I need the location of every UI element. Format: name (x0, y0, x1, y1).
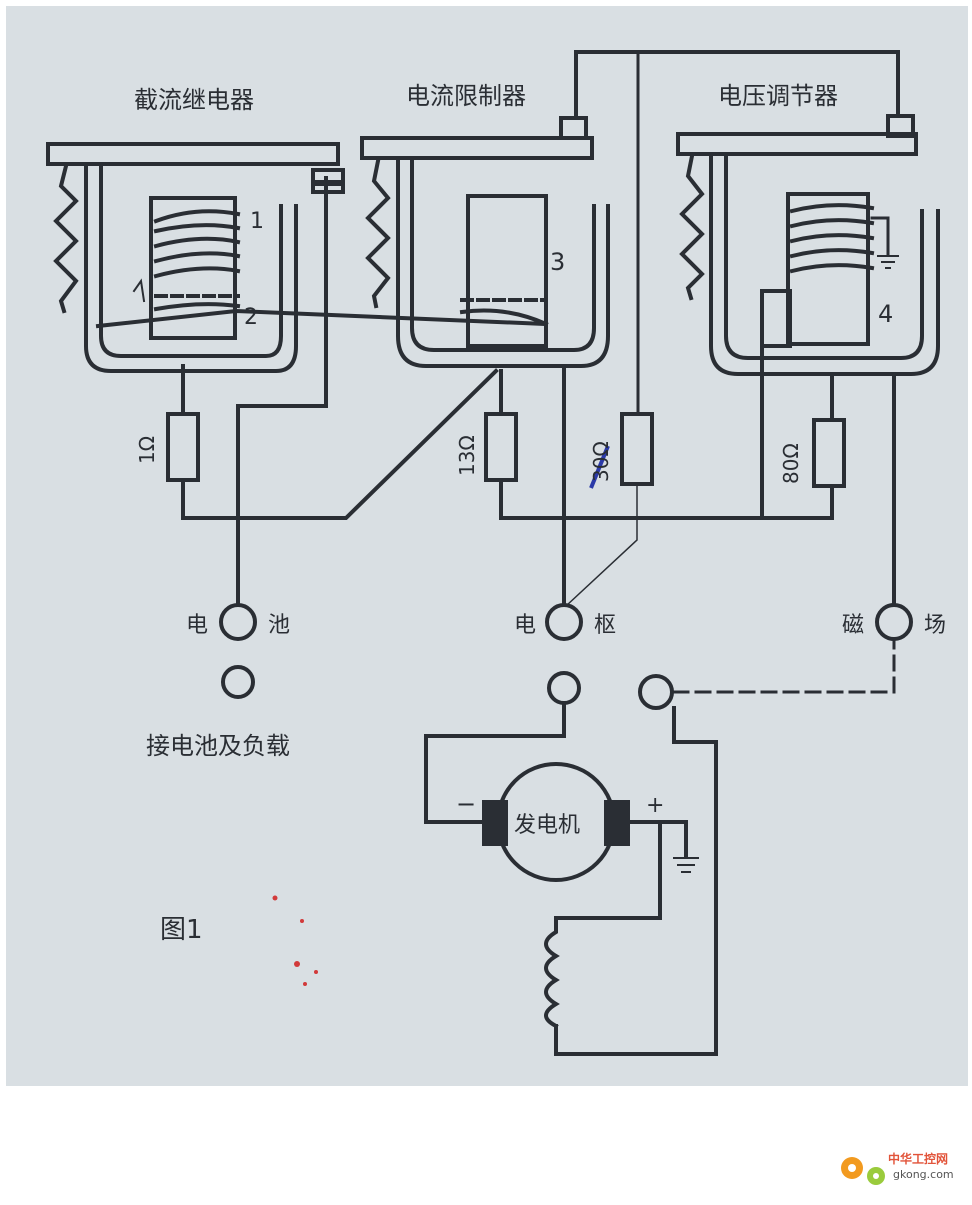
relay-1-cutout (46, 142, 345, 373)
resistor-13-label: 13Ω (455, 435, 479, 476)
generator-armature-terminal (547, 671, 581, 705)
relay-2-core (466, 194, 548, 348)
resistor-80-ohm (812, 418, 846, 488)
resistor-13-ohm (484, 412, 518, 482)
plus-label: + (646, 793, 664, 818)
battery-load-terminal (221, 665, 255, 699)
label-num-2: 2 (244, 305, 258, 330)
relay-2-title: 电流限制器 (406, 82, 526, 110)
battery-label-right: 池 (268, 613, 290, 638)
minus-label: − (456, 790, 476, 818)
relay-3-voltage-regulator (676, 114, 940, 376)
relay-3-title: 电压调节器 (718, 82, 838, 110)
resistor-30-ohm (620, 412, 654, 486)
relay-3-spring (679, 153, 705, 301)
label-num-4: 4 (878, 300, 893, 328)
field-label-right: 场 (924, 613, 946, 638)
armature-terminal (545, 603, 583, 641)
resistor-1-label: 1Ω (135, 436, 159, 464)
resistor-30-label: 30Ω (589, 441, 613, 482)
field-terminal (875, 603, 913, 641)
relay-3-coil (789, 203, 875, 274)
watermark-site: gkong.com (893, 1168, 954, 1181)
relay-2-current-limiter (360, 116, 610, 368)
watermark-title: 中华工控网 (888, 1152, 949, 1166)
resistor-80-label: 80Ω (779, 443, 803, 484)
battery-wire (236, 176, 328, 606)
field-label-left: 磁 (842, 613, 864, 638)
relay-2-spring (365, 158, 391, 309)
generator (424, 702, 718, 1056)
armature-label-left: 电 (514, 613, 536, 638)
relay-1-spring (53, 163, 79, 314)
label-num-3: 3 (550, 248, 565, 276)
generator-brush-plus (604, 800, 630, 846)
battery-label-left: 电 (186, 613, 208, 638)
top-bus-wire (574, 50, 900, 120)
battery-terminal (219, 603, 257, 641)
resistor-1-ohm (166, 412, 200, 482)
circuit-diagram: 截流继电器 电流限制器 电压调节器 1 2 3 4 1Ω 13Ω 30Ω 80Ω… (46, 50, 946, 1056)
diagram-photo-background (6, 6, 968, 1086)
relay-1-armature (46, 142, 340, 166)
gkong-logo (841, 1157, 885, 1185)
relay-3-armature (676, 132, 918, 156)
generator-label: 发电机 (514, 813, 580, 838)
relay-3-ground-icon (877, 255, 899, 269)
field-dashed-link (672, 638, 896, 694)
relay-2-armature (360, 136, 594, 160)
figure-label: 图1 (160, 915, 203, 945)
generator-brush-minus (482, 800, 508, 846)
generator-field-terminal (638, 674, 674, 710)
relay-1-core (149, 196, 237, 340)
load-label: 接电池及负载 (146, 732, 290, 760)
label-num-1: 1 (250, 209, 264, 234)
relay-1-coil-1 (153, 209, 241, 279)
relay-1-title: 截流继电器 (134, 86, 254, 114)
armature-label-right: 枢 (594, 613, 616, 638)
field-coil (544, 822, 662, 1029)
generator-ground-icon (673, 857, 699, 873)
